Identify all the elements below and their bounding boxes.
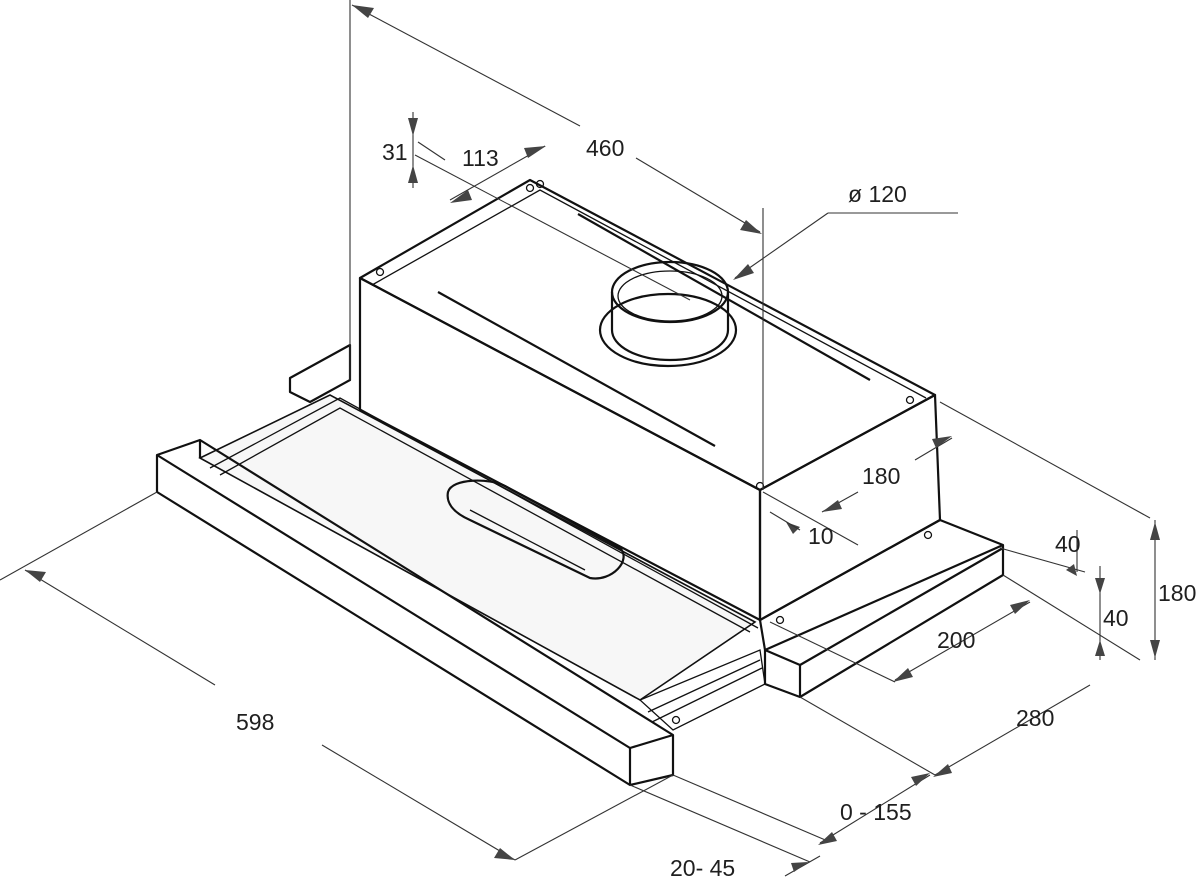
hood-side-face — [758, 393, 942, 622]
hood-body — [155, 178, 1005, 787]
label-113: 113 — [462, 145, 499, 171]
base-frame-right — [758, 518, 1005, 699]
label-200: 200 — [937, 627, 975, 653]
arrow-598-end-icon — [494, 848, 515, 860]
duct-collar — [598, 260, 738, 368]
base-frame-left — [288, 343, 352, 404]
label-460: 460 — [586, 135, 624, 161]
arrow-598-start-icon — [25, 570, 46, 582]
hole-icon — [905, 395, 915, 405]
label-598: 598 — [236, 709, 274, 735]
hood-top-face — [358, 178, 937, 492]
hole-icon — [525, 183, 535, 193]
label-40-upper: 40 — [1055, 531, 1081, 557]
label-31: 31 — [382, 139, 408, 165]
hole-icon — [535, 179, 545, 189]
label-40-lower: 40 — [1103, 605, 1129, 631]
drawer-handle-recess — [446, 479, 625, 580]
label-180-height: 180 — [1158, 580, 1196, 606]
telescopic-drawer — [155, 394, 766, 787]
label-duct-diameter: ø 120 — [848, 181, 907, 207]
label-280: 280 — [1016, 705, 1054, 731]
arrow-460-end-icon — [740, 220, 762, 234]
dimension-lines — [0, 0, 1160, 877]
top-slot-front — [437, 291, 716, 447]
top-slot-back — [577, 213, 871, 381]
arrow-460-start-icon — [352, 5, 374, 18]
drawer-tray — [198, 394, 757, 701]
label-0-155: 0 - 155 — [840, 799, 912, 825]
dimension-labels: 460 31 113 ø 120 180 10 40 40 180 200 28… — [236, 135, 1196, 881]
label-20-45: 20- 45 — [670, 855, 735, 881]
label-10: 10 — [808, 523, 834, 549]
hole-icon — [375, 267, 385, 277]
label-180-depth: 180 — [862, 463, 900, 489]
arrow-duct-icon — [733, 264, 754, 280]
